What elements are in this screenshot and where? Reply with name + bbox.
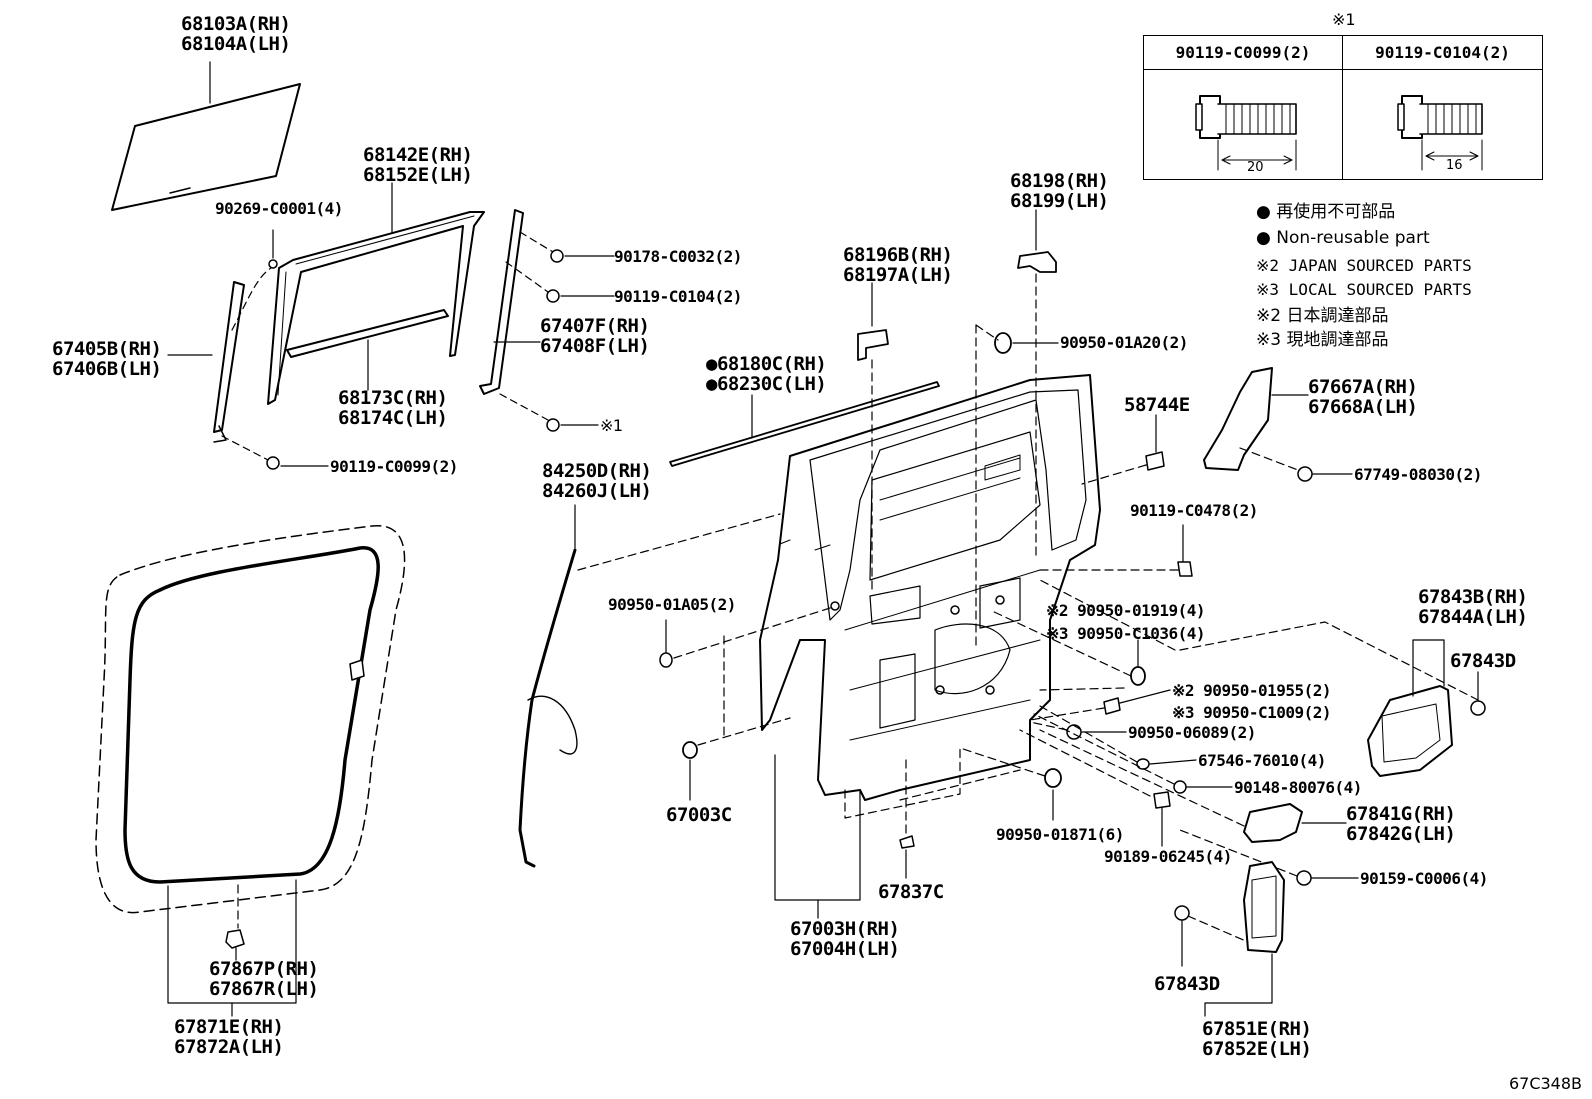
legend-note3-en: ※3 LOCAL SOURCED PARTS: [1256, 280, 1472, 299]
callout-weatherstrip: 67871E(RH)67872A(LH): [174, 1016, 284, 1058]
callout-nut-90178: 90178-C0032(2): [614, 247, 742, 266]
callout-bolt-90119-c0104: 90119-C0104(2): [614, 287, 742, 306]
legend-nonreusable-en: ● Non-reusable part: [1256, 228, 1430, 248]
callout-door-panel: 67003H(RH)67004H(LH): [790, 918, 900, 960]
bracket-part: [1017, 251, 1057, 273]
front-garnish-part: [213, 281, 245, 443]
callout-clip-67843d-lower: 67843D: [1154, 973, 1220, 995]
callout-bracket: 68198(RH)68199(LH): [1010, 170, 1109, 212]
callout-cushion-67003c: 67003C: [666, 804, 732, 826]
run-channel-part: [286, 309, 449, 358]
cover-67843-part: [1367, 685, 1453, 777]
callout-plug-01955: ※2 90950-01955(2): [1172, 681, 1332, 700]
note1-mark: ※1: [1332, 10, 1356, 29]
callout-garnish-rear: 67407F(RH)67408F(LH): [540, 315, 650, 357]
bolt-table-col-c0099: 90119-C0099(2): [1144, 36, 1343, 179]
callout-clip-90159: 90159-C0006(4): [1360, 869, 1488, 888]
callout-glass: 68103A(RH)68104A(LH): [181, 13, 291, 55]
callout-bolt-90119-c0478: 90119-C0478(2): [1130, 501, 1258, 520]
callout-cover-67843: 67843B(RH)67844A(LH): [1418, 586, 1528, 628]
callout-bolt-90119-c0099: 90119-C0099(2): [330, 457, 458, 476]
door-panel-part: [759, 374, 1101, 801]
legend-nonreusable-jp: ● 再使用不可部品: [1256, 202, 1396, 222]
bolt-drawing-c0104: [1397, 95, 1483, 171]
callout-channel-front: 68142E(RH)68152E(LH): [363, 144, 473, 186]
callout-plug-01871: 90950-01871(6): [996, 825, 1124, 844]
bolt-drawing-c0099: [1195, 95, 1297, 171]
callout-pad: 58744E: [1124, 394, 1190, 416]
callout-clip-67749: 67749-08030(2): [1354, 465, 1482, 484]
callout-cover-67841: 67841G(RH)67842G(LH): [1346, 803, 1456, 845]
callout-nut-90189: 90189-06245(4): [1104, 847, 1232, 866]
callout-plug-01919: ※2 90950-01919(4): [1046, 601, 1206, 620]
callout-plug-c1009: ※3 90950-C1009(2): [1172, 703, 1332, 722]
diagram-code: 67C348B: [1508, 1074, 1582, 1093]
bolt-reference-table: 90119-C0099(2) 90119-C0104(2): [1143, 35, 1543, 180]
callout-belt-moulding: ●68180C(RH)●68230C(LH): [706, 353, 827, 395]
callout-plug-c1036: ※3 90950-C1036(4): [1046, 624, 1206, 643]
callout-hinge: 68196B(RH)68197A(LH): [843, 244, 953, 286]
legend-note2-jp: ※2 日本調達部品: [1256, 306, 1389, 326]
cover-67851-part: [1243, 861, 1285, 953]
legend-note3-jp: ※3 現地調達部品: [1256, 330, 1389, 350]
callout-screw-90269: 90269-C0001(4): [215, 199, 343, 218]
callout-ref-note1: ※1: [600, 416, 623, 435]
bolt-table-header: 90119-C0104(2): [1343, 36, 1542, 70]
callout-clip-67546: 67546-76010(4): [1198, 751, 1326, 770]
cover-67667-part: [1203, 367, 1273, 471]
door-glass-part: [111, 83, 301, 211]
callout-cover-67667: 67667A(RH)67668A(LH): [1308, 376, 1418, 418]
bolt-length-dimension: 16: [1446, 158, 1463, 173]
bolt-table-col-c0104: 90119-C0104(2): [1343, 36, 1542, 179]
door-frame-channel-part: [267, 211, 485, 405]
cover-67841-part: [1243, 803, 1303, 843]
callout-clip-90950-01a05: 90950-01A05(2): [608, 595, 736, 614]
bolt-length-dimension: 20: [1247, 160, 1264, 175]
callout-grommet-90950-01a20: 90950-01A20(2): [1060, 333, 1188, 352]
hinge-part: [857, 329, 889, 361]
bolt-table-header: 90119-C0099(2): [1144, 36, 1342, 70]
legend-note2-en: ※2 JAPAN SOURCED PARTS: [1256, 256, 1472, 275]
callout-wire-harness: 84250D(RH)84260J(LH): [542, 460, 652, 502]
callout-clip-67837c: 67837C: [878, 881, 944, 903]
rear-garnish-part: [479, 209, 524, 395]
callout-clip-67843d-upper: 67843D: [1450, 650, 1516, 672]
callout-clip-67867: 67867P(RH)67867R(LH): [209, 958, 319, 1000]
callout-run-channel: 68173C(RH)68174C(LH): [338, 387, 448, 429]
callout-screw-90148: 90148-80076(4): [1234, 778, 1362, 797]
weatherstrip-part: [95, 525, 406, 914]
callout-plug-06089: 90950-06089(2): [1128, 723, 1256, 742]
wire-harness-part: [518, 548, 578, 868]
pad-part: [1145, 451, 1165, 471]
callout-cover-67851: 67851E(RH)67852E(LH): [1202, 1018, 1312, 1060]
callout-garnish-front: 67405B(RH)67406B(LH): [52, 338, 162, 380]
